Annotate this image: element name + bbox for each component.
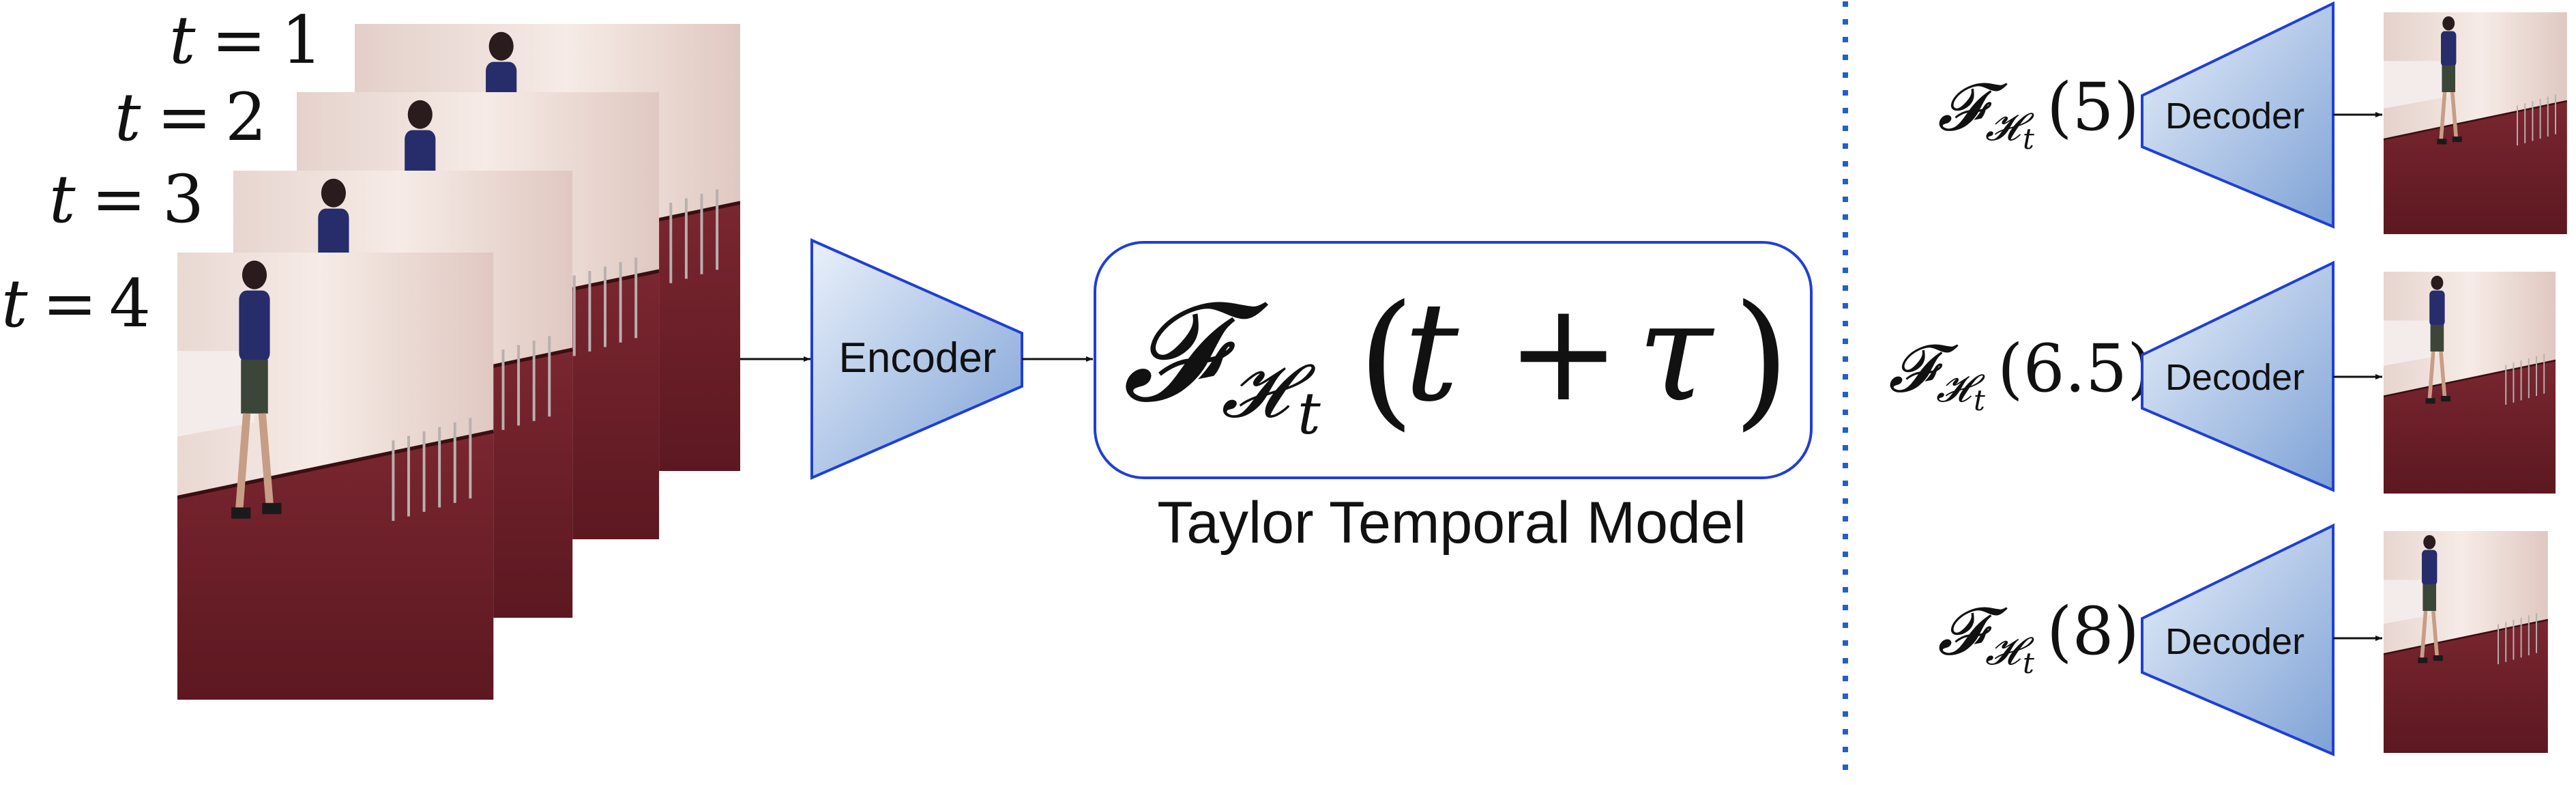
svg-text:=: = (91, 161, 146, 238)
svg-text:=: = (157, 79, 211, 156)
svg-text:t: t (2023, 646, 2034, 680)
decoder-block-2 (2141, 260, 2334, 493)
decoder-label-2: Decoder (2165, 357, 2304, 398)
svg-text:t: t (2023, 122, 2034, 156)
svg-text:2: 2 (225, 79, 267, 156)
time-label-4: t = 4 (1, 266, 151, 342)
svg-text:t: t (115, 79, 141, 156)
taylor-temporal-model: 𝓕 𝓗 t ( t + τ ) Taylor Temporal Model (1094, 241, 1813, 556)
svg-text:=: = (42, 266, 97, 342)
svg-text:(6.5): (6.5) (1997, 330, 2153, 407)
svg-text:(: ( (1358, 273, 1415, 444)
decoder-row-3: 𝓕 𝓗 t (8) Decoder (1937, 523, 2548, 757)
decoder-input-formula-1: 𝓕 𝓗 t (5) (1937, 69, 2139, 156)
svg-text:t: t (1974, 384, 1985, 417)
decoder-label-3: Decoder (2165, 621, 2304, 662)
input-frame-4 (108, 253, 493, 700)
decoder-input-formula-3: 𝓕 𝓗 t (8) (1937, 593, 2139, 680)
time-label-2: t = 2 (115, 79, 267, 156)
model-box (1094, 241, 1813, 479)
output-frame-1 (2376, 12, 2567, 234)
output-frame-3 (2357, 531, 2548, 753)
svg-text:t: t (49, 161, 76, 238)
svg-text:): ) (1733, 273, 1790, 444)
time-label-3: t = 3 (49, 161, 204, 238)
svg-text:t: t (1298, 380, 1321, 447)
model-caption: Taylor Temporal Model (1157, 490, 1746, 556)
decoder-block-3 (2141, 523, 2334, 757)
svg-text:3: 3 (162, 161, 204, 238)
svg-text:(5): (5) (2047, 69, 2139, 145)
svg-text:t: t (1404, 273, 1459, 432)
svg-text:4: 4 (109, 266, 151, 342)
svg-text:+: + (1506, 273, 1621, 432)
svg-text:τ: τ (1637, 273, 1715, 432)
decoder-input-formula-2: 𝓕 𝓗 t (6.5) (1888, 330, 2153, 417)
encoder-label: Encoder (839, 334, 997, 382)
svg-text:t: t (169, 2, 196, 78)
svg-text:=: = (211, 2, 266, 78)
decoder-row-2: 𝓕 𝓗 t (6.5) Decoder (1888, 260, 2556, 494)
output-frame-2 (2365, 272, 2556, 494)
decoder-row-1: 𝓕 𝓗 t (5) Decoder (1937, 1, 2567, 234)
svg-text:1: 1 (281, 2, 323, 78)
decoder-label-1: Decoder (2165, 96, 2304, 137)
model-formula: 𝓕 𝓗 t ( t + τ ) (1122, 273, 1790, 447)
encoder-block: Encoder (810, 238, 1023, 481)
decoder-block-1 (2141, 1, 2334, 229)
svg-text:t: t (1, 266, 28, 342)
time-label-1: t = 1 (169, 2, 323, 78)
svg-text:(8): (8) (2047, 593, 2139, 670)
